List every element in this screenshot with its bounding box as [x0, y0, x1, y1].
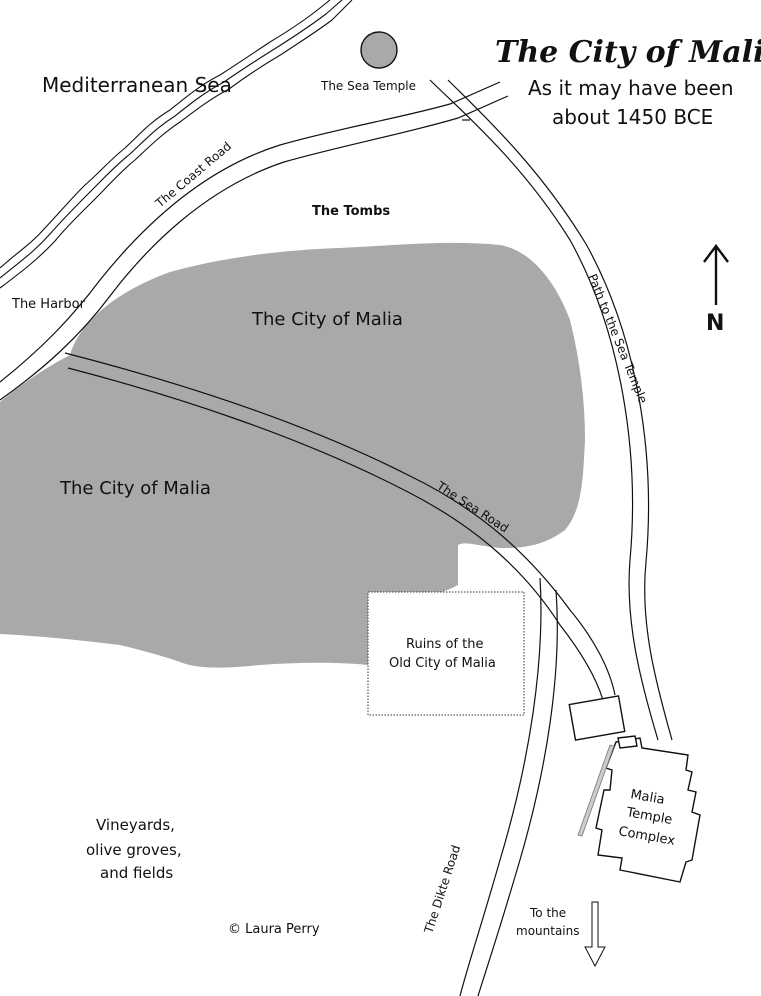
subtitle-line2: about 1450 BCE — [552, 105, 713, 129]
temple-label-line1: Malia — [629, 787, 665, 808]
ruins-label-line2: Old City of Malia — [389, 656, 496, 671]
mountains-label-line1: To the — [529, 906, 566, 920]
sea-temple-path — [429, 79, 659, 741]
sea-temple-path-label: Path to the Sea Temple — [585, 272, 650, 406]
city-label-lower: The City of Malia — [59, 478, 211, 499]
coast-road — [0, 81, 501, 383]
map-title: The City of Malia — [495, 35, 761, 70]
sea-temple-icon — [360, 31, 398, 69]
dikte-road — [459, 577, 542, 996]
dikte-road-label: The Dikte Road — [421, 843, 463, 935]
copyright-label: © Laura Perry — [228, 922, 320, 937]
ruins-box — [367, 591, 525, 716]
north-arrow-icon — [703, 244, 729, 305]
temple-complex — [577, 735, 701, 883]
north-label: N — [706, 311, 724, 336]
vineyards-label-line3: and fields — [100, 864, 173, 882]
sea-label: Mediterranean Sea — [42, 73, 232, 97]
city-label-upper: The City of Malia — [251, 309, 403, 330]
sea-road — [64, 352, 616, 696]
vineyards-label-line2: olive groves, — [86, 841, 182, 859]
vineyards-label-line1: Vineyards, — [96, 816, 175, 834]
tombs-label: The Tombs — [312, 204, 390, 219]
subtitle-line1: As it may have been — [528, 76, 734, 100]
mountains-label-line2: mountains — [516, 924, 580, 938]
down-arrow-icon — [584, 901, 606, 968]
small-building — [568, 695, 626, 741]
ruins-label-line1: Ruins of the — [406, 637, 483, 652]
roads — [0, 79, 673, 996]
coast-road-label: The Coast Road — [152, 139, 234, 211]
city-area — [0, 242, 585, 668]
harbor-label: The Harbor — [11, 297, 86, 312]
sea-temple-label: The Sea Temple — [320, 79, 416, 93]
coastline — [0, 0, 353, 289]
